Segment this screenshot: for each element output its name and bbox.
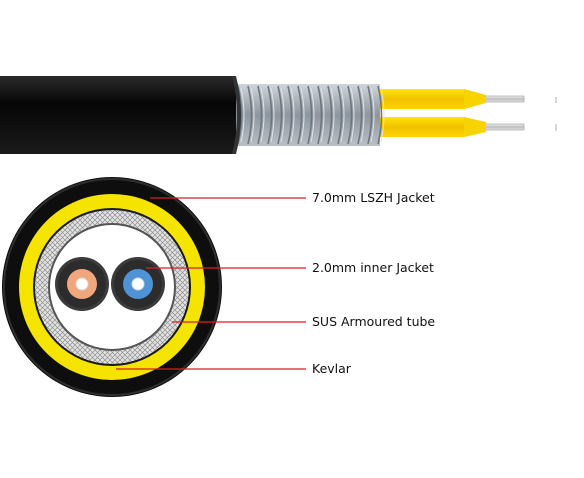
armour-rib-highlight — [380, 87, 385, 143]
outer-jacket-highlight — [3, 178, 221, 396]
label-inner-jacket: 2.0mm inner Jacket — [312, 260, 434, 275]
outer-jacket-side — [0, 76, 241, 154]
armour-rib-highlight — [320, 87, 325, 143]
armour-rib — [317, 85, 323, 145]
cable-side-view — [0, 76, 557, 154]
armour-rib-highlight — [300, 87, 305, 143]
armour-rib — [377, 85, 383, 145]
armour-rib-highlight — [350, 87, 355, 143]
leader-lines — [116, 197, 306, 370]
armour-rib-highlight — [290, 87, 295, 143]
inner-tube-bottom — [372, 117, 486, 137]
armour-rib — [297, 85, 303, 145]
armour-rib — [247, 85, 253, 145]
inner-jacket-left — [55, 257, 109, 311]
armour-rib — [327, 85, 333, 145]
armour-rib-highlight — [310, 87, 315, 143]
armour-rib-highlight — [330, 87, 335, 143]
armoured-tube-side — [230, 84, 385, 146]
armour-rib-highlight — [250, 87, 255, 143]
armour-rib-highlight — [360, 87, 365, 143]
armour-rib — [337, 85, 343, 145]
armour-rib-highlight — [280, 87, 285, 143]
label-kevlar: Kevlar — [312, 361, 351, 376]
inner-jacket-right — [111, 257, 165, 311]
armour-rib-highlight — [240, 87, 245, 143]
armour-rib — [367, 85, 373, 145]
armour-rib — [357, 85, 363, 145]
armour-rib — [307, 85, 313, 145]
inner-tube-top — [372, 89, 486, 109]
armour-rib-highlight — [340, 87, 345, 143]
armour-rib — [287, 85, 293, 145]
armour-rib — [277, 85, 283, 145]
armour-rib-highlight — [370, 87, 375, 143]
armour-rib — [257, 85, 263, 145]
armour-rib — [267, 85, 273, 145]
armour-rib-highlight — [260, 87, 265, 143]
label-armoured-tube: SUS Armoured tube — [312, 314, 436, 329]
label-outer-jacket: 7.0mm LSZH Jacket — [312, 190, 435, 205]
armour-rib-highlight — [270, 87, 275, 143]
fiber-bottom-bare — [479, 123, 525, 131]
fiber-top-bare — [479, 95, 525, 103]
armour-rib — [347, 85, 353, 145]
cable-cross-section — [2, 177, 222, 397]
